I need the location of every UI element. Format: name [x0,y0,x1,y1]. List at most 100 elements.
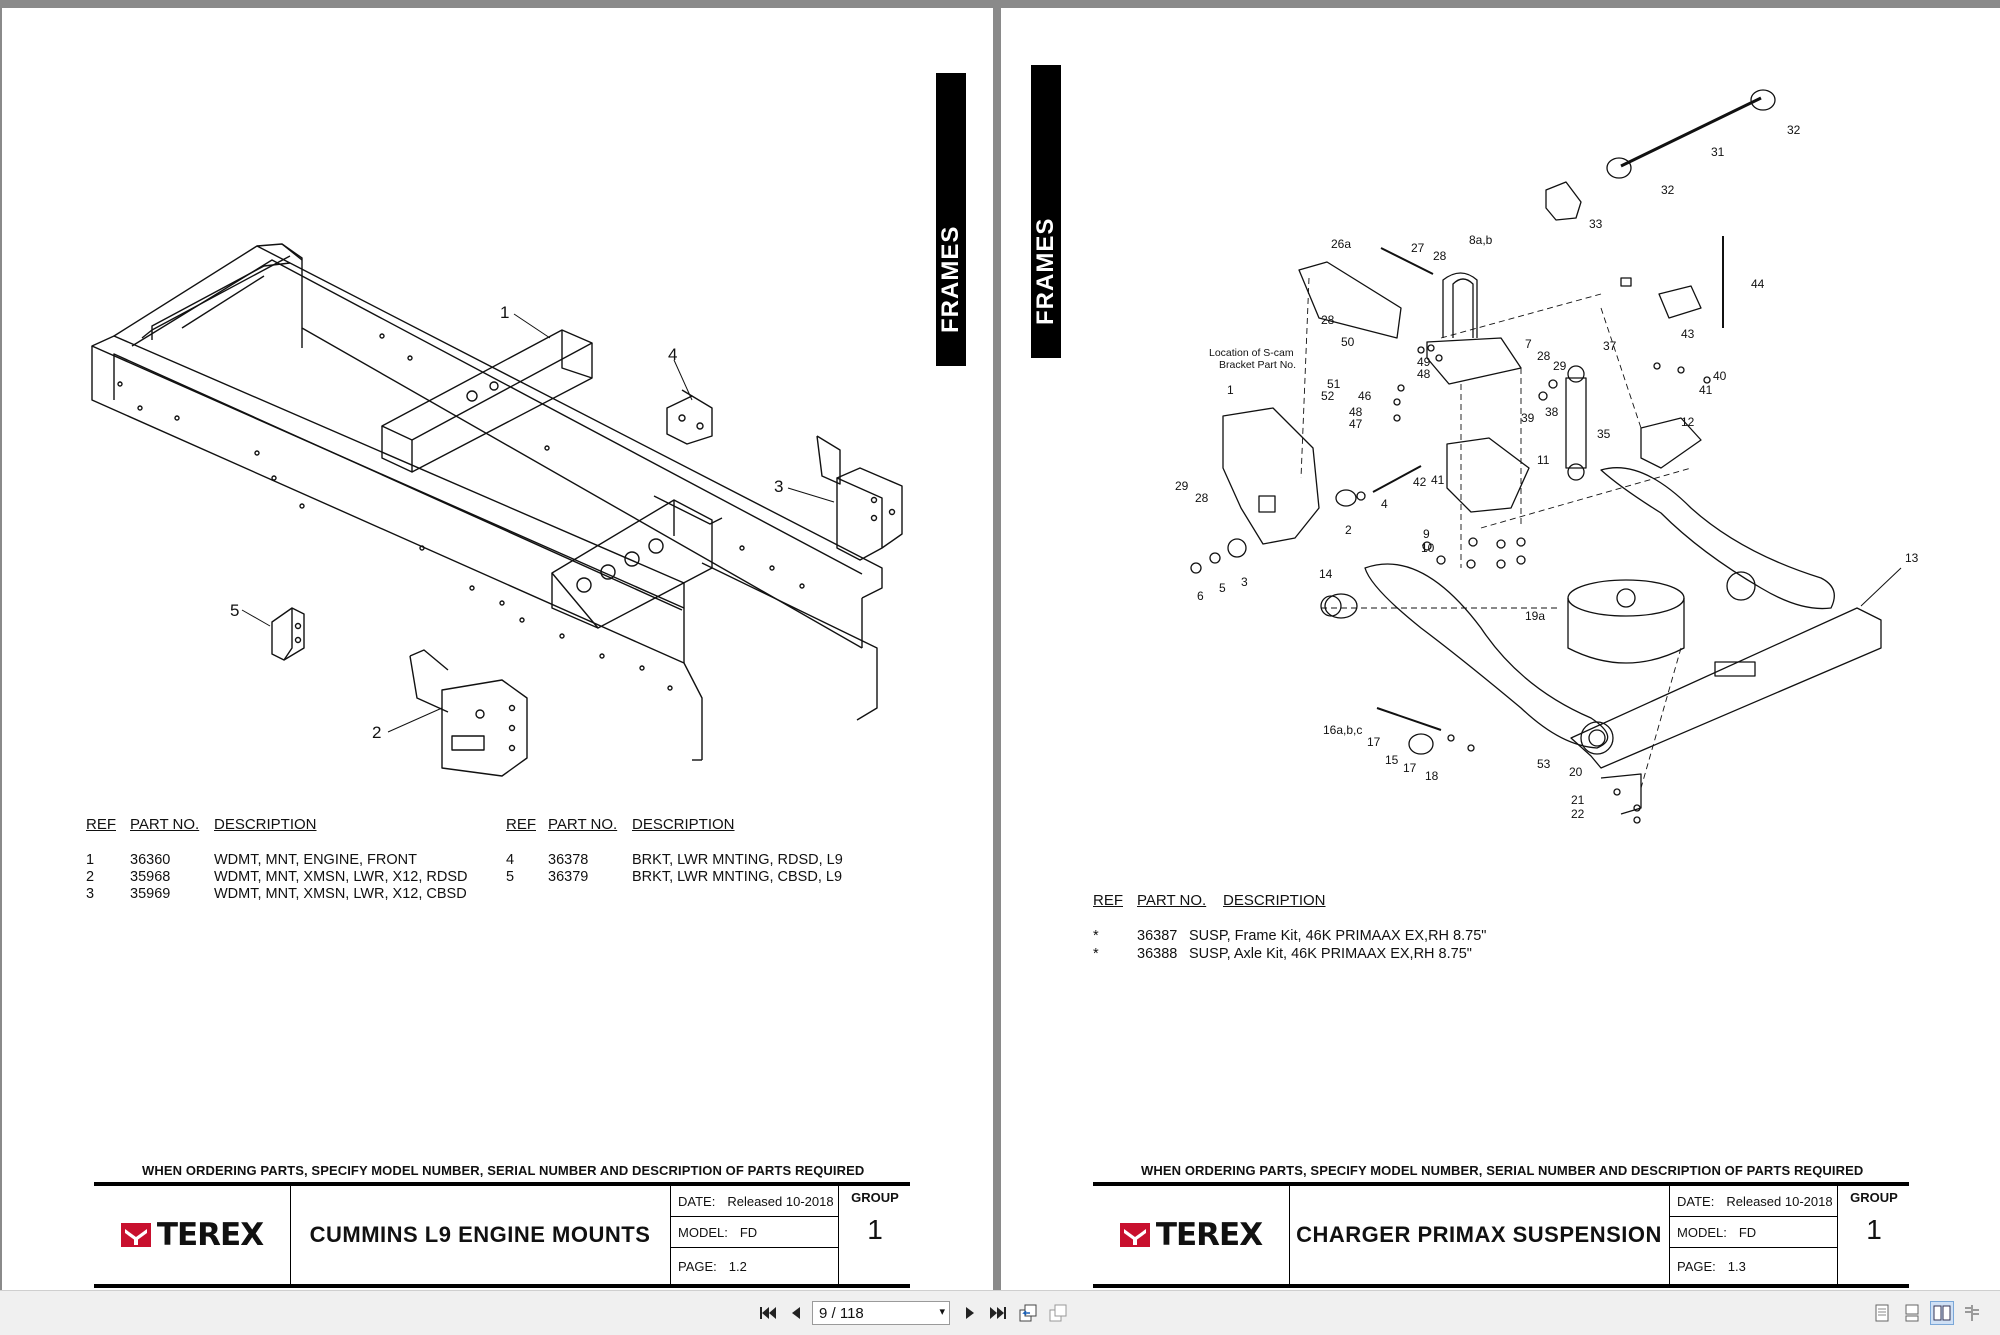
date-cell: DATE:Released 10-2018 [670,1186,838,1217]
callout-10: 10 [1421,541,1435,555]
go-back-icon[interactable] [1016,1301,1040,1325]
page-indicator: 9 / 118 [819,1304,864,1322]
logo-text: TEREX [1155,1217,1263,1253]
model-cell: MODEL:FD [1669,1217,1837,1248]
page-number-value: 1.2 [728,1258,747,1274]
callout-41b: 41 [1431,473,1445,487]
callout-17: 17 [1367,735,1381,749]
callout-48b: 48 [1417,367,1431,381]
callout-5: 5 [230,601,239,620]
page-title: CHARGER PRIMAX SUSPENSION [1289,1186,1670,1284]
callout-39: 39 [1521,411,1535,425]
callout-51: 51 [1327,377,1341,391]
callout-41: 41 [1699,383,1713,397]
group-cell: GROUP 1 [1837,1186,1910,1284]
continuous-icon[interactable] [1900,1301,1924,1325]
callout-28: 28 [1433,249,1447,263]
callout-27: 27 [1411,241,1425,255]
part-no-header-2: PART NO. [548,816,618,833]
page-number-value: 1.3 [1727,1258,1746,1274]
chevron-down-icon[interactable]: ▾ [939,1306,945,1318]
logo-text: TEREX [156,1217,264,1253]
group-number: 1 [867,1214,883,1245]
callout-16abc: 16a,b,c [1323,723,1362,737]
facing-icon[interactable] [1930,1301,1954,1325]
callout-5: 5 [1219,581,1226,595]
callout-15: 15 [1385,753,1399,767]
model-value: FD [739,1224,758,1240]
date-value: Released 10-2018 [727,1193,834,1209]
terex-logo-icon [1119,1223,1150,1247]
callout-3: 3 [1241,575,1248,589]
part-no-header: PART NO. [1137,892,1207,909]
model-value: FD [1738,1224,1757,1240]
ref-header-2: REF [506,816,536,833]
date-value: Released 10-2018 [1726,1193,1833,1209]
callout-50: 50 [1341,335,1355,349]
callout-42: 42 [1413,475,1427,489]
callout-6: 6 [1197,589,1204,603]
document-viewport[interactable]: FRAMES [0,0,2000,1290]
terex-logo: TEREX [94,1186,291,1284]
section-tab: FRAMES [936,73,966,366]
title-block: TEREX CHARGER PRIMAX SUSPENSION DATE:Rel… [1093,1182,1909,1288]
model-cell: MODEL:FD [670,1217,838,1248]
viewer-toolbar: 9 / 118 ▾ [0,1290,2000,1335]
date-cell: DATE:Released 10-2018 [1669,1186,1837,1217]
section-tab: FRAMES [1031,65,1061,358]
callout-26a: 26a [1331,237,1351,251]
callout-43: 43 [1681,327,1695,341]
last-page-icon[interactable] [986,1301,1010,1325]
engine-mount-frame-drawing: 1 2 3 4 5 [2,8,993,788]
callout-19a: 19a [1525,609,1545,623]
callout-9: 9 [1423,527,1430,541]
callout-2: 2 [1345,523,1352,537]
callout-13: 13 [1905,551,1919,565]
callout-4: 4 [668,345,677,364]
prev-page-icon[interactable] [784,1301,808,1325]
ref-header: REF [86,816,116,833]
scam-note-line1: Location of S-cam [1209,347,1294,359]
callout-1: 1 [500,303,509,322]
description-header-2: DESCRIPTION [632,816,735,833]
callout-22: 22 [1571,807,1585,821]
callout-12: 12 [1681,415,1695,429]
page-number-input[interactable]: 9 / 118 ▾ [812,1301,950,1325]
ordering-note: WHEN ORDERING PARTS, SPECIFY MODEL NUMBE… [142,1163,865,1178]
callout-35: 35 [1597,427,1611,441]
callout-14: 14 [1319,567,1333,581]
callout-44: 44 [1751,277,1765,291]
callout-37: 37 [1603,339,1617,353]
callout-20: 20 [1569,765,1583,779]
callout-29b: 29 [1175,479,1189,493]
single-page-icon[interactable] [1870,1301,1894,1325]
callout-17b: 17 [1403,761,1417,775]
page-title: CUMMINS L9 ENGINE MOUNTS [290,1186,671,1284]
next-page-icon[interactable] [958,1301,982,1325]
terex-logo: TEREX [1093,1186,1290,1284]
callout-53: 53 [1537,757,1551,771]
callout-28c: 28 [1537,349,1551,363]
callout-1: 1 [1227,383,1234,397]
callout-28d: 28 [1195,491,1209,505]
callout-18: 18 [1425,769,1439,783]
go-forward-icon[interactable] [1046,1301,1070,1325]
callout-46: 46 [1358,389,1372,403]
description-header: DESCRIPTION [1223,892,1326,909]
parts-header: REF PART NO. DESCRIPTION [1093,892,1493,912]
callout-28b: 28 [1321,313,1335,327]
ordering-note: WHEN ORDERING PARTS, SPECIFY MODEL NUMBE… [1141,1163,1864,1178]
parts-header: REF PART NO. DESCRIPTION REF PART NO. DE… [86,816,946,836]
continuous-facing-icon[interactable] [1960,1301,1984,1325]
first-page-icon[interactable] [756,1301,780,1325]
callout-21: 21 [1571,793,1585,807]
suspension-exploded-drawing: 1 2 3 4 5 6 7 8a,b 9 10 11 12 13 14 15 1… [1175,8,1919,868]
callout-29: 29 [1553,359,1567,373]
callout-33: 33 [1589,217,1603,231]
terex-logo-icon [120,1223,151,1247]
callout-31: 31 [1711,145,1725,159]
callout-38: 38 [1545,405,1559,419]
callout-48: 48 [1349,405,1363,419]
group-number: 1 [1866,1214,1882,1245]
scam-note-line2: Bracket Part No. [1219,359,1296,371]
